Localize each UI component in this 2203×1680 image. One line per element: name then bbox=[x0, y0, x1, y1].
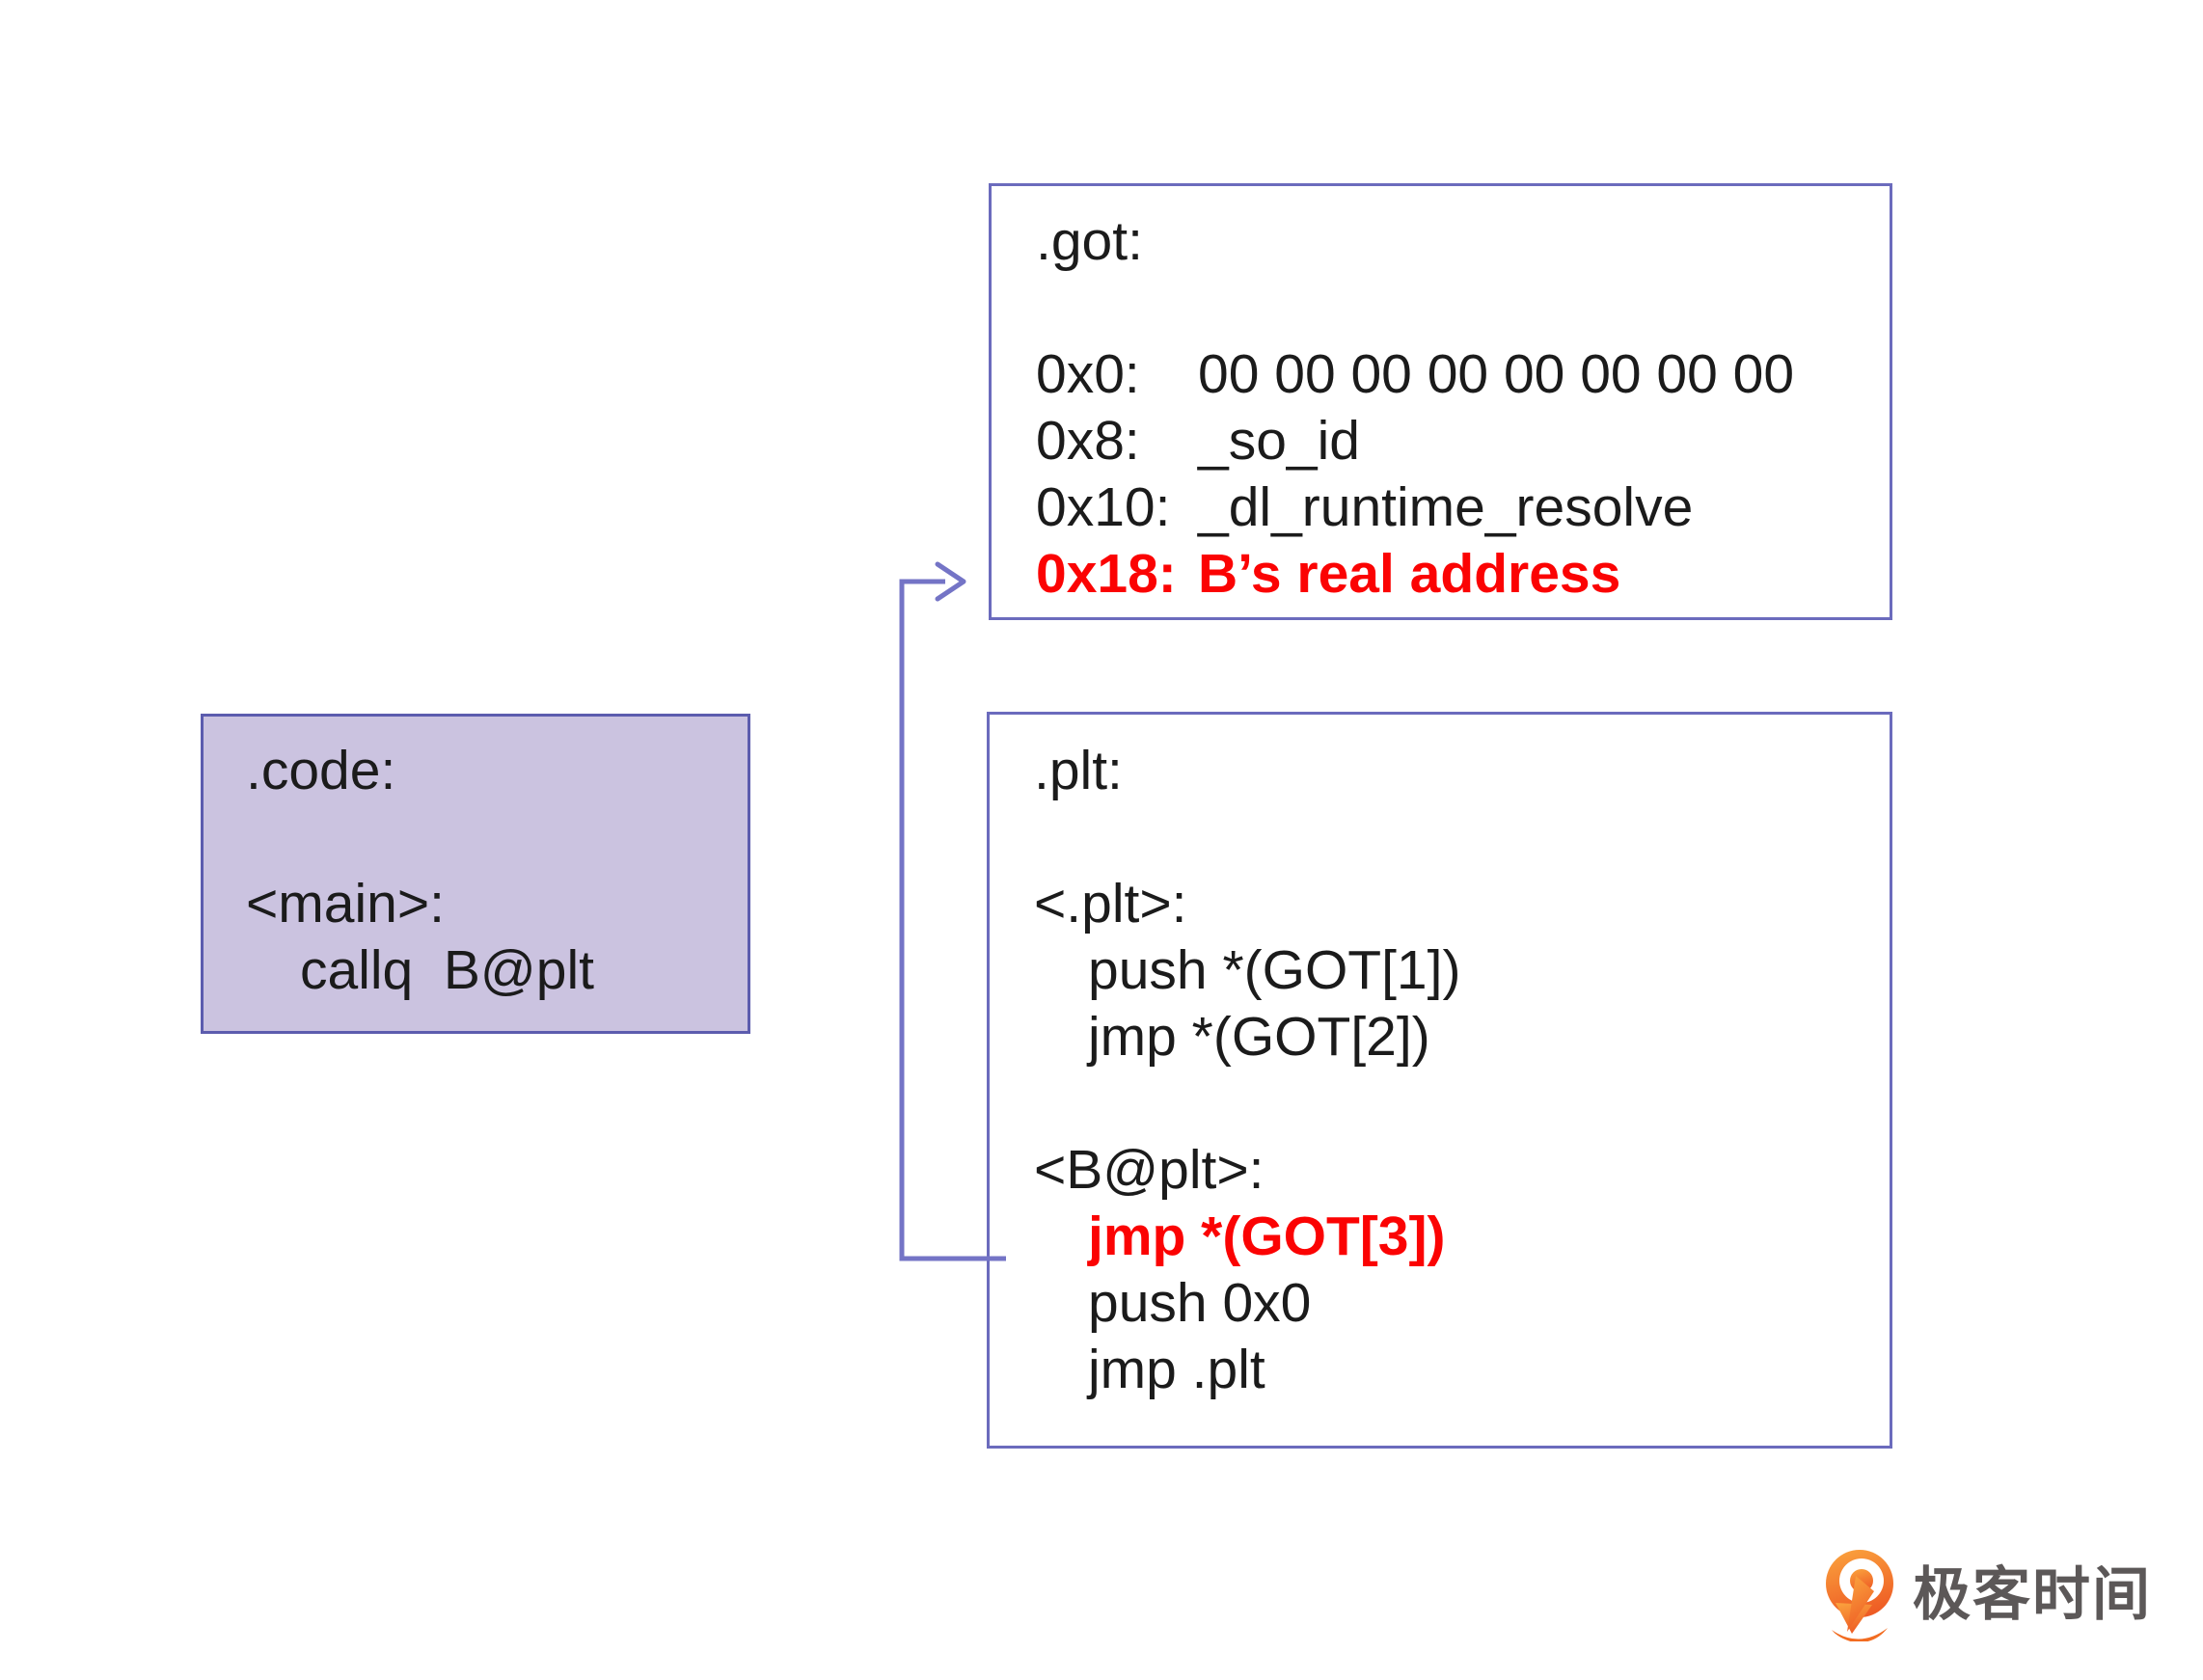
got-value: _so_id bbox=[1198, 410, 1360, 472]
geektime-logo-text: 极客时间 bbox=[1913, 1562, 2152, 1627]
spacer-line bbox=[1034, 1070, 1890, 1137]
plt-stub-label: <.plt>: bbox=[1034, 873, 1187, 935]
got-row-0x18-b-real-address: 0x18: B’s real address bbox=[1036, 541, 1890, 608]
plt-instruction-push-got1: push *(GOT[1]) bbox=[1088, 939, 1461, 1001]
main-symbol-label: <main>: bbox=[246, 873, 445, 935]
got-addr: 0x10: bbox=[1036, 476, 1171, 538]
plt-section-title: .plt: bbox=[1034, 740, 1123, 801]
b-at-plt-label: <B@plt>: bbox=[1034, 1139, 1265, 1201]
geektime-logo-icon bbox=[1826, 1550, 1893, 1641]
got-section-title: .got: bbox=[1036, 210, 1143, 272]
spacer-line bbox=[246, 804, 748, 871]
got-row-0x10: 0x10: _dl_runtime_resolve bbox=[1036, 474, 1890, 541]
got-section-box: .got: 0x0: 00 00 00 00 00 00 00 00 0x8: … bbox=[989, 183, 1892, 620]
geektime-logo: 极客时间 bbox=[1824, 1549, 2152, 1641]
got-value: 00 00 00 00 00 00 00 00 bbox=[1198, 343, 1795, 405]
code-section-box: .code: <main>: callq B@plt bbox=[201, 714, 750, 1034]
got-value: _dl_runtime_resolve bbox=[1198, 476, 1694, 538]
plt-instruction-jmp-plt: jmp .plt bbox=[1088, 1339, 1265, 1400]
got-value: B’s real address bbox=[1198, 543, 1621, 605]
got-row-0x8: 0x8: _so_id bbox=[1036, 408, 1890, 474]
got-addr: 0x18: bbox=[1036, 543, 1177, 605]
got-row-0x0: 0x0: 00 00 00 00 00 00 00 00 bbox=[1036, 341, 1890, 408]
spacer-line bbox=[1034, 804, 1890, 871]
plt-instruction-jmp-got2: jmp *(GOT[2]) bbox=[1088, 1006, 1430, 1068]
plt-section-box: .plt: <.plt>: push *(GOT[1]) jmp *(GOT[2… bbox=[987, 712, 1892, 1449]
got-addr: 0x0: bbox=[1036, 343, 1140, 405]
code-section-title: .code: bbox=[246, 740, 396, 801]
callq-instruction: callq B@plt bbox=[300, 939, 594, 1001]
spacer-line bbox=[1036, 275, 1890, 341]
plt-instruction-push-0x0: push 0x0 bbox=[1088, 1272, 1312, 1334]
got-addr: 0x8: bbox=[1036, 410, 1140, 472]
arrowhead-icon bbox=[935, 561, 966, 602]
plt-instruction-jmp-got3: jmp *(GOT[3]) bbox=[1088, 1206, 1446, 1267]
